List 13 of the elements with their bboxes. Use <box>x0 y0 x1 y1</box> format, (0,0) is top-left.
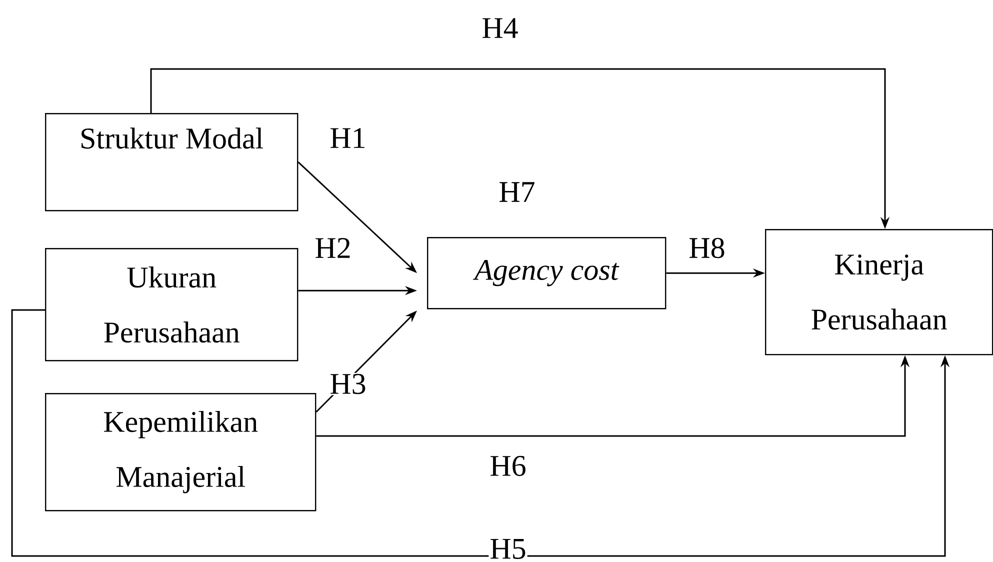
text-box: Struktur Modal <box>45 113 298 212</box>
text-box: Agency cost <box>427 237 666 310</box>
hypothesis-label: H7 <box>500 182 534 202</box>
text-box: Kepemilikan Manajerial <box>45 393 316 512</box>
edge-label: H3 <box>328 372 368 396</box>
text-box: Ukuran Perusahaan <box>45 248 298 362</box>
edge-label: H6 <box>488 454 528 478</box>
edge-label: H8 <box>688 236 726 260</box>
edge-label: H1 <box>328 127 368 149</box>
edge-label: H4 <box>480 17 520 39</box>
text-box: Kinerja Perusahaan <box>765 229 993 356</box>
edge-label: H2 <box>314 237 352 259</box>
edge-label: H5 <box>488 538 528 560</box>
